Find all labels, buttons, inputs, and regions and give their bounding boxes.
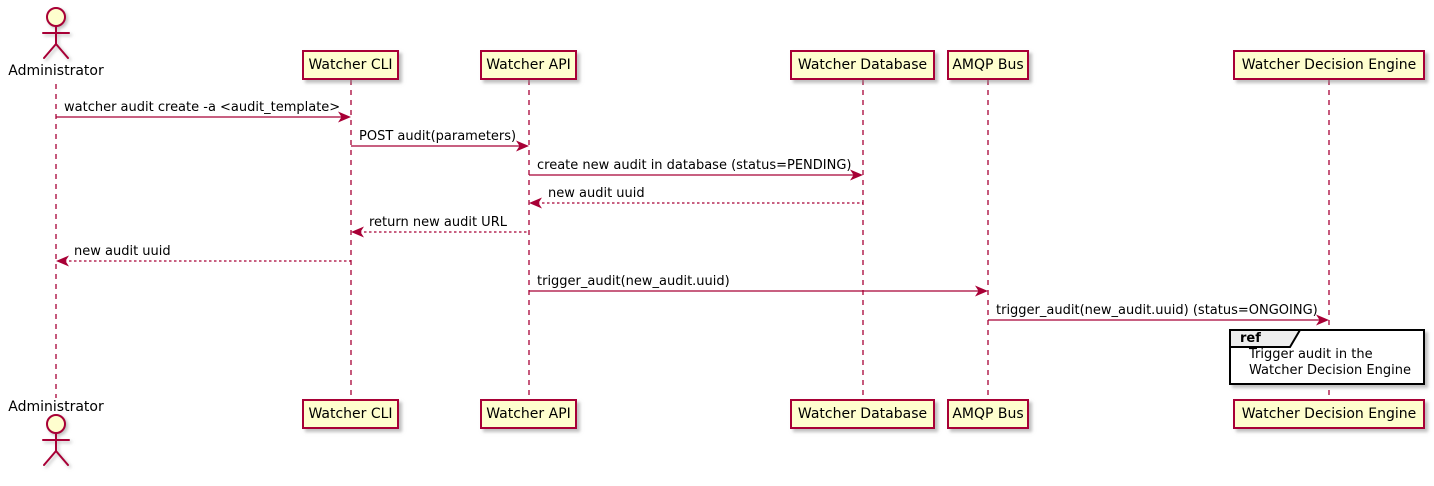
participant-top-watcher-decision-engine: Watcher Decision Engine [1233, 50, 1425, 80]
ref-body-line-2: Watcher Decision Engine [1249, 363, 1411, 378]
message-label-0: watcher audit create -a <audit_template> [64, 100, 341, 115]
message-label-2: create new audit in database (status=PEN… [537, 158, 852, 173]
actor-label-administrator-top: Administrator [8, 63, 104, 79]
participant-bottom-amqp-bus: AMQP Bus [947, 399, 1029, 429]
message-label-4: return new audit URL [369, 215, 507, 230]
participant-top-watcher-api: Watcher API [480, 50, 577, 80]
participant-top-amqp-bus: AMQP Bus [947, 50, 1029, 80]
participant-top-watcher-cli: Watcher CLI [302, 50, 399, 80]
ref-keyword-label: ref [1240, 331, 1261, 346]
message-arrow-2 [529, 169, 863, 181]
ref-body: Trigger audit in the Watcher Decision En… [1249, 347, 1411, 379]
message-arrow-3 [529, 197, 863, 209]
message-arrow-6 [529, 285, 988, 297]
participant-bottom-watcher-cli: Watcher CLI [302, 399, 399, 429]
participant-top-watcher-database: Watcher Database [790, 50, 935, 80]
administrator-actor-icon-top [42, 7, 70, 59]
message-label-6: trigger_audit(new_audit.uuid) [537, 274, 730, 289]
ref-fragment: ref Trigger audit in the Watcher Decisio… [1229, 329, 1425, 385]
message-arrow-0 [56, 111, 351, 123]
participant-bottom-watcher-database: Watcher Database [790, 399, 935, 429]
message-arrow-5 [56, 255, 351, 267]
message-label-1: POST audit(parameters) [359, 129, 517, 144]
message-label-3: new audit uuid [548, 186, 645, 201]
message-label-5: new audit uuid [74, 244, 171, 259]
participant-bottom-watcher-api: Watcher API [480, 399, 577, 429]
administrator-actor-icon-bottom [42, 414, 70, 466]
participant-bottom-watcher-decision-engine: Watcher Decision Engine [1233, 399, 1425, 429]
message-arrow-1 [351, 140, 529, 152]
message-label-7: trigger_audit(new_audit.uuid) (status=ON… [996, 303, 1318, 318]
ref-keyword-tab [1229, 329, 1302, 348]
actor-label-administrator-bottom: Administrator [8, 399, 104, 415]
ref-body-line-1: Trigger audit in the [1249, 347, 1373, 362]
message-arrow-7 [988, 314, 1329, 326]
message-arrow-4 [351, 226, 529, 238]
